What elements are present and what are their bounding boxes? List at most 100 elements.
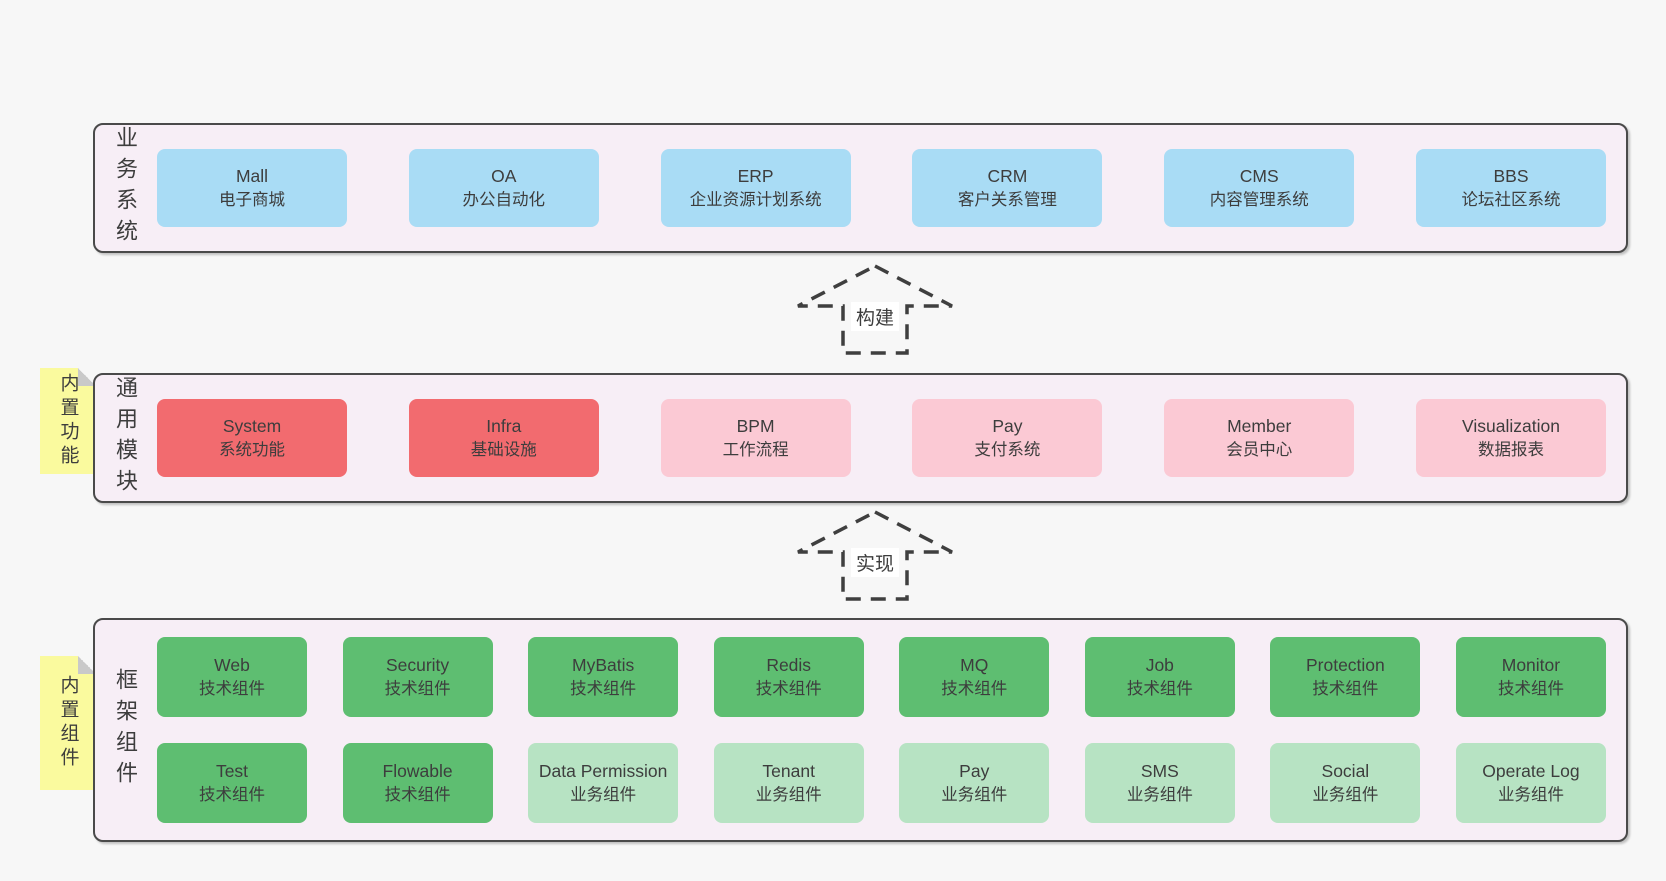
folded-corner-icon <box>78 656 96 674</box>
box-oa: OA 办公自动化 <box>408 149 599 227</box>
box-desc: 业务组件 <box>1497 785 1564 804</box>
box-mybatis: MyBatis 技术组件 <box>528 637 679 717</box>
folded-corner-icon <box>78 368 96 386</box>
box-desc: 论坛社区系统 <box>1461 190 1561 209</box>
box-desc: 业务组件 <box>755 785 822 804</box>
box-desc: 技术组件 <box>1312 679 1379 698</box>
box-name: Test <box>215 760 249 781</box>
box-monitor: Monitor 技术组件 <box>1455 637 1606 717</box>
box-visualization: Visualization 数据报表 <box>1415 399 1606 477</box>
box-name: Job <box>1145 654 1174 675</box>
box-mall: Mall 电子商城 <box>157 149 347 227</box>
box-desc: 电子商城 <box>219 190 285 209</box>
box-name: Protection <box>1305 654 1385 675</box>
box-name: Redis <box>766 654 812 675</box>
box-desc: 支付系统 <box>974 440 1041 459</box>
sticky-built-in-functions: 内置功能 <box>40 368 96 474</box>
box-name: CRM <box>987 165 1028 186</box>
box-protection: Protection 技术组件 <box>1270 637 1421 717</box>
box-desc: 工作流程 <box>722 440 789 459</box>
modules-boxes-row: System 系统功能 Infra 基础设施 BPM 工作流程 Pay 支付系统… <box>157 399 1606 477</box>
box-name: Security <box>385 654 450 675</box>
box-name: MQ <box>960 654 989 675</box>
box-name: OA <box>491 165 517 186</box>
box-desc: 基础设施 <box>470 440 537 459</box>
box-desc: 业务组件 <box>1126 785 1193 804</box>
box-redis: Redis 技术组件 <box>713 637 864 717</box>
business-boxes-row: Mall 电子商城 OA 办公自动化 ERP 企业资源计划系统 CRM 客户关系… <box>157 149 1606 227</box>
up-block-arrow-icon <box>797 264 953 355</box>
sticky-text: 内置组件 <box>57 675 79 771</box>
box-system: System 系统功能 <box>157 399 347 477</box>
box-desc: 会员中心 <box>1226 440 1293 459</box>
box-name: BPM <box>736 415 775 436</box>
box-desc: 技术组件 <box>1126 679 1193 698</box>
box-name: SMS <box>1140 760 1179 781</box>
box-name: Flowable <box>382 760 453 781</box>
section-business-systems: 业务系统 Mall 电子商城 OA 办公自动化 ERP 企业资源计划系统 CRM… <box>93 123 1628 253</box>
box-desc: 业务组件 <box>1312 785 1379 804</box>
box-security: Security 技术组件 <box>342 637 493 717</box>
box-name: Data Permission <box>538 760 668 781</box>
box-name: Infra <box>486 415 522 436</box>
sticky-built-in-components: 内置组件 <box>40 656 96 790</box>
up-block-arrow-icon <box>797 510 953 601</box>
box-name: Operate Log <box>1482 760 1580 781</box>
box-flowable: Flowable 技术组件 <box>342 743 493 823</box>
box-name: Web <box>214 654 250 675</box>
box-name: MyBatis <box>572 654 635 675</box>
box-name: BBS <box>1493 165 1529 186</box>
section-components-label: 框架组件 <box>113 668 138 792</box>
box-desc: 技术组件 <box>1497 679 1564 698</box>
box-desc: 技术组件 <box>941 679 1008 698</box>
section-modules-label: 通用模块 <box>113 376 138 500</box>
section-framework-components: 框架组件 Web 技术组件 Security 技术组件 MyBatis 技术组件… <box>93 618 1628 842</box>
box-pay-component: Pay 业务组件 <box>899 743 1050 823</box>
box-desc: 技术组件 <box>570 679 637 698</box>
box-mq: MQ 技术组件 <box>899 637 1050 717</box>
section-business-label: 业务系统 <box>113 126 138 250</box>
arrow-implement: 实现 <box>790 508 960 603</box>
box-name: Pay <box>959 760 990 781</box>
box-desc: 内容管理系统 <box>1209 190 1309 209</box>
box-job: Job 技术组件 <box>1084 637 1235 717</box>
sticky-text: 内置功能 <box>57 373 79 469</box>
box-member: Member 会员中心 <box>1164 399 1355 477</box>
box-name: Monitor <box>1501 654 1561 675</box>
box-web: Web 技术组件 <box>157 637 307 717</box>
box-infra: Infra 基础设施 <box>408 399 599 477</box>
section-common-modules: 通用模块 System 系统功能 Infra 基础设施 BPM 工作流程 Pay… <box>93 373 1628 503</box>
arrow-build: 构建 <box>790 262 960 357</box>
arrow-implement-label: 实现 <box>850 548 900 577</box>
box-desc: 技术组件 <box>384 679 451 698</box>
box-test: Test 技术组件 <box>157 743 307 823</box>
box-data-permission: Data Permission 业务组件 <box>528 743 679 823</box>
box-desc: 技术组件 <box>199 679 265 698</box>
box-name: Visualization <box>1462 415 1560 436</box>
box-desc: 系统功能 <box>219 440 285 459</box>
box-desc: 企业资源计划系统 <box>689 190 822 209</box>
box-desc: 客户关系管理 <box>957 190 1057 209</box>
box-tenant: Tenant 业务组件 <box>713 743 864 823</box>
box-crm: CRM 客户关系管理 <box>912 149 1103 227</box>
box-name: System <box>222 415 282 436</box>
box-desc: 业务组件 <box>570 785 637 804</box>
box-desc: 技术组件 <box>384 785 451 804</box>
box-cms: CMS 内容管理系统 <box>1164 149 1355 227</box>
box-name: ERP <box>737 165 774 186</box>
box-pay-module: Pay 支付系统 <box>912 399 1103 477</box>
box-desc: 技术组件 <box>755 679 822 698</box>
box-operate-log: Operate Log 业务组件 <box>1455 743 1606 823</box>
box-name: Member <box>1227 415 1292 436</box>
box-desc: 办公自动化 <box>462 190 546 209</box>
box-sms: SMS 业务组件 <box>1084 743 1235 823</box>
arrow-build-label: 构建 <box>850 302 900 331</box>
box-desc: 数据报表 <box>1477 440 1544 459</box>
box-name: Tenant <box>762 760 815 781</box>
box-name: CMS <box>1239 165 1279 186</box>
box-social: Social 业务组件 <box>1270 743 1421 823</box>
box-name: Mall <box>235 165 269 186</box>
box-desc: 业务组件 <box>941 785 1008 804</box>
box-bpm: BPM 工作流程 <box>660 399 851 477</box>
